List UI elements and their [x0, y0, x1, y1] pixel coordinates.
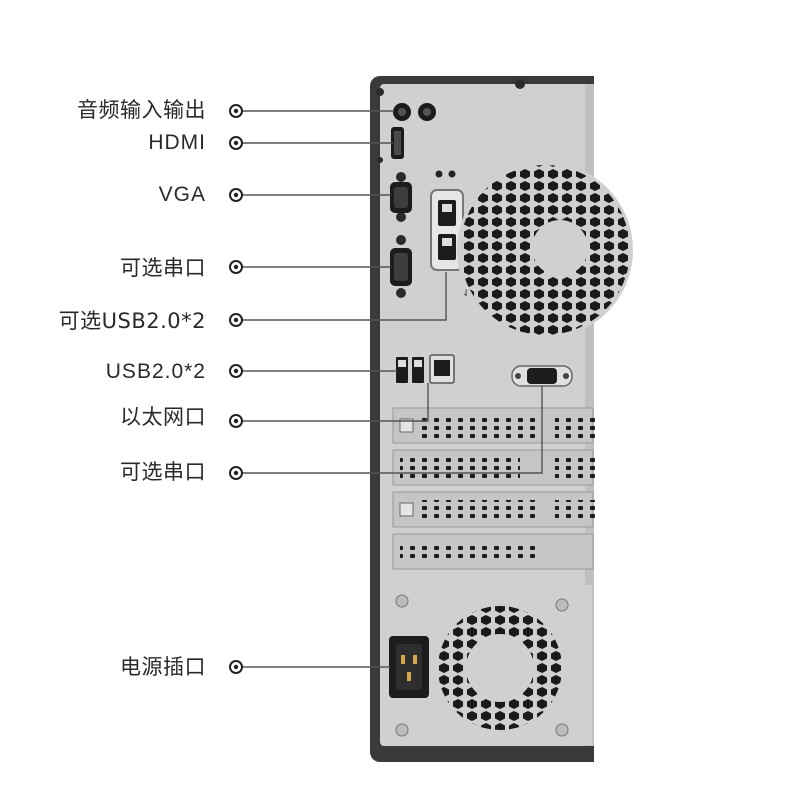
optional-usb-ports-icon — [430, 170, 464, 271]
label-serial-optional-1: 可选串口 — [120, 256, 206, 280]
label-power: 电源插口 — [120, 655, 206, 679]
serial-port-icon-2 — [511, 365, 573, 387]
label-usb-optional: 可选USB2.0*2 — [58, 309, 206, 333]
leader-lines — [236, 110, 543, 668]
hdmi-port-icon — [391, 127, 404, 159]
vga-port-icon — [390, 172, 412, 222]
svg-text:⇃: ⇃ — [462, 288, 470, 299]
callout-markers — [229, 104, 243, 674]
ethernet-port-icon — [429, 354, 455, 384]
power-socket-icon — [389, 636, 429, 698]
label-audio: 音频输入输出 — [77, 98, 206, 122]
label-hdmi: HDMI — [148, 131, 206, 154]
screw-icon — [515, 79, 525, 89]
usb-ports-icon — [396, 357, 424, 383]
audio-jacks-icon — [393, 103, 436, 121]
label-vga: VGA — [158, 183, 206, 206]
serial-port-icon — [390, 235, 412, 298]
label-usb: USB2.0*2 — [105, 360, 206, 383]
psu-icon — [387, 585, 592, 745]
fan-grille-icon — [457, 162, 633, 338]
label-ethernet: 以太网口 — [120, 405, 206, 429]
label-serial-optional-2: 可选串口 — [120, 460, 206, 484]
